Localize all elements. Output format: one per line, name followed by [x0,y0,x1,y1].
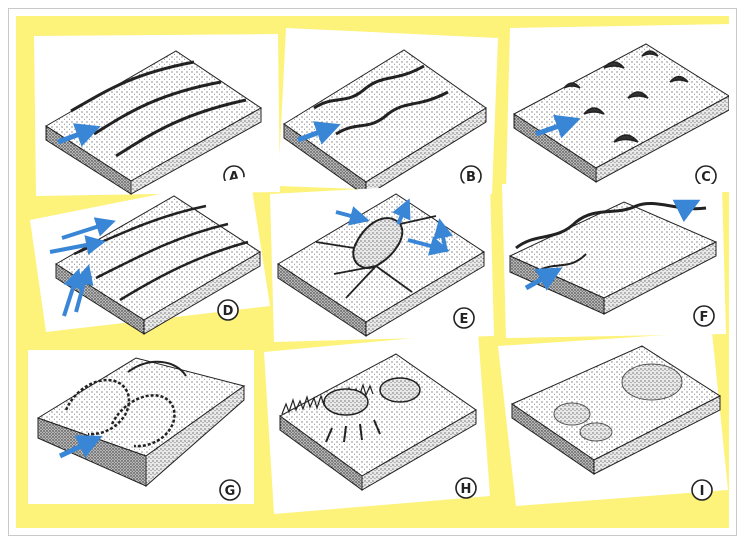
panel-i-label: I [700,484,705,499]
panel-g: G [28,350,254,504]
panel-b: B [278,28,498,196]
panel-f: F [502,184,726,338]
panel-a: A [34,34,280,196]
panel-f-label: F [700,310,709,325]
panel-c-label: C [701,170,711,185]
panel-e: E [270,182,494,342]
panel-e-label: E [460,312,469,327]
panel-d-label: D [223,304,234,319]
panel-h: H [264,332,490,514]
panel-b-label: B [466,170,476,185]
panel-c: C [506,24,729,192]
panel-i: I [498,332,728,506]
dune-types-plate: A B C [16,16,729,528]
panel-g-label: G [225,484,236,499]
panel-h-label: H [461,482,472,497]
